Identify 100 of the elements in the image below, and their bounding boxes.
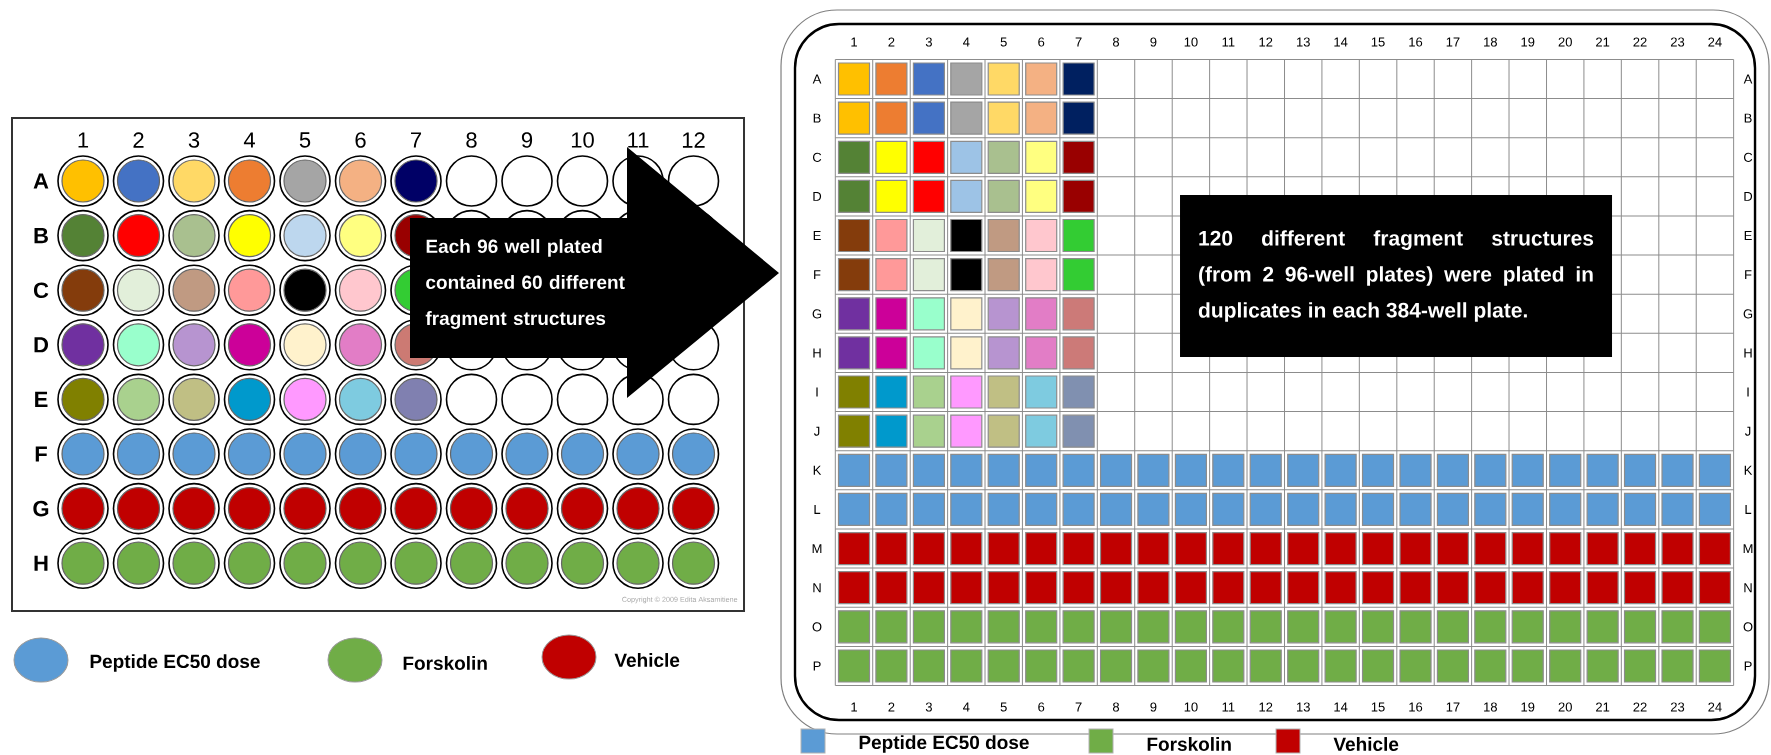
row-letter: D (813, 191, 822, 201)
column-number: 8 (466, 132, 477, 148)
row-letter: C (1744, 152, 1753, 162)
column-number: 12 (1259, 702, 1273, 712)
column-number: 6 (355, 132, 366, 148)
row-letter: O (1743, 622, 1753, 632)
legend-label: Forskolin (1147, 737, 1231, 751)
row-letter: F (814, 270, 821, 280)
column-number: 15 (1371, 37, 1385, 47)
row-letter: C (33, 282, 49, 298)
column-number: 14 (1334, 37, 1348, 47)
row-letter: I (1747, 387, 1749, 397)
column-number: 11 (628, 132, 649, 148)
column-number: 24 (1708, 702, 1722, 712)
column-number: 23 (1670, 702, 1685, 712)
row-letter: B (1744, 113, 1752, 123)
column-number: 10 (571, 132, 594, 148)
column-number: 4 (963, 702, 970, 712)
row-letter: H (1744, 348, 1752, 358)
row-letter: D (34, 337, 48, 353)
row-letter: N (813, 583, 821, 593)
row-letter: H (34, 555, 48, 571)
row-letter: G (812, 309, 822, 319)
row-letter: L (814, 504, 821, 514)
row-letter: A (1743, 74, 1753, 84)
row-letter: P (813, 661, 821, 671)
row-letter: C (813, 152, 822, 162)
column-number: 22 (1633, 37, 1647, 47)
column-number: 6 (1038, 702, 1045, 712)
column-number: 10 (1184, 37, 1198, 47)
row-letter: L (1745, 504, 1752, 514)
row-letter: B (34, 228, 48, 244)
column-number: 2 (888, 37, 895, 47)
row-letter: H (813, 348, 821, 358)
row-letter: G (1743, 309, 1753, 319)
column-number: 5 (1000, 37, 1007, 47)
column-number: 11 (1222, 702, 1235, 712)
column-number: 17 (1446, 37, 1460, 47)
column-number: 9 (521, 132, 533, 148)
column-number: 20 (1558, 702, 1572, 712)
column-number: 6 (1038, 37, 1045, 47)
column-number: 9 (1150, 37, 1157, 47)
row-letter: P (1744, 661, 1752, 671)
column-number: 18 (1484, 37, 1497, 47)
column-number: 23 (1670, 37, 1685, 47)
row-letter: F (1745, 270, 1752, 280)
column-number: 12 (1259, 37, 1273, 47)
row-letter: J (813, 426, 820, 436)
column-number: 24 (1708, 37, 1722, 47)
row-letter: E (1744, 231, 1752, 240)
column-number: 19 (1521, 37, 1535, 47)
row-letter: E (35, 391, 48, 407)
column-number: 4 (243, 132, 255, 148)
column-number: 19 (1521, 702, 1535, 712)
column-number: 7 (1075, 702, 1082, 712)
row-letter: A (812, 74, 822, 84)
column-number: 12 (682, 132, 705, 148)
column-number: 16 (1409, 702, 1423, 712)
column-number: 13 (1297, 37, 1310, 47)
row-letter: G (33, 500, 49, 517)
row-letter: O (812, 622, 822, 632)
column-number: 14 (1334, 702, 1348, 712)
row-letter: D (1744, 191, 1753, 201)
column-number: 3 (925, 37, 932, 47)
row-letter: K (813, 465, 822, 475)
row-letter: F (35, 446, 47, 462)
column-number: 10 (1184, 702, 1198, 712)
column-number: 1 (78, 132, 89, 148)
row-letter: A (33, 173, 49, 189)
column-number: 17 (1446, 702, 1460, 712)
legend-label: Forskolin (403, 656, 487, 670)
column-number: 1 (851, 702, 857, 712)
column-number: 21 (1596, 37, 1610, 47)
column-number: 8 (1112, 702, 1120, 712)
column-number: 1 (851, 37, 857, 47)
column-number: 21 (1596, 702, 1610, 712)
column-number: 9 (1150, 702, 1157, 712)
row-letter: I (816, 387, 818, 397)
legend-label: Vehicle (1333, 737, 1399, 751)
column-number: 2 (133, 132, 144, 148)
column-number: 16 (1409, 37, 1423, 47)
column-number: 20 (1558, 37, 1572, 47)
column-number: 11 (1222, 37, 1235, 47)
row-letter: B (813, 113, 821, 123)
legend-label: Peptide EC50 dose (859, 735, 1029, 753)
column-number: 3 (925, 702, 932, 712)
column-number: 7 (411, 132, 421, 148)
legend-label: Peptide EC50 dose (90, 654, 260, 672)
column-number: 5 (299, 132, 311, 148)
column-number: 2 (888, 702, 895, 712)
column-number: 18 (1484, 702, 1497, 712)
row-letter: M (812, 544, 822, 554)
legend-label: Vehicle (614, 653, 680, 667)
row-letter: K (1744, 465, 1753, 475)
column-number: 3 (188, 132, 200, 148)
text-box: 120 different fragment structures (from 2 96-well plates) were plated in duplicates in each 384-well plate. (1180, 195, 1612, 357)
column-number: 8 (1112, 37, 1120, 47)
column-number: 13 (1297, 702, 1310, 712)
row-letter: M (1743, 544, 1753, 554)
column-number: 4 (963, 37, 970, 47)
